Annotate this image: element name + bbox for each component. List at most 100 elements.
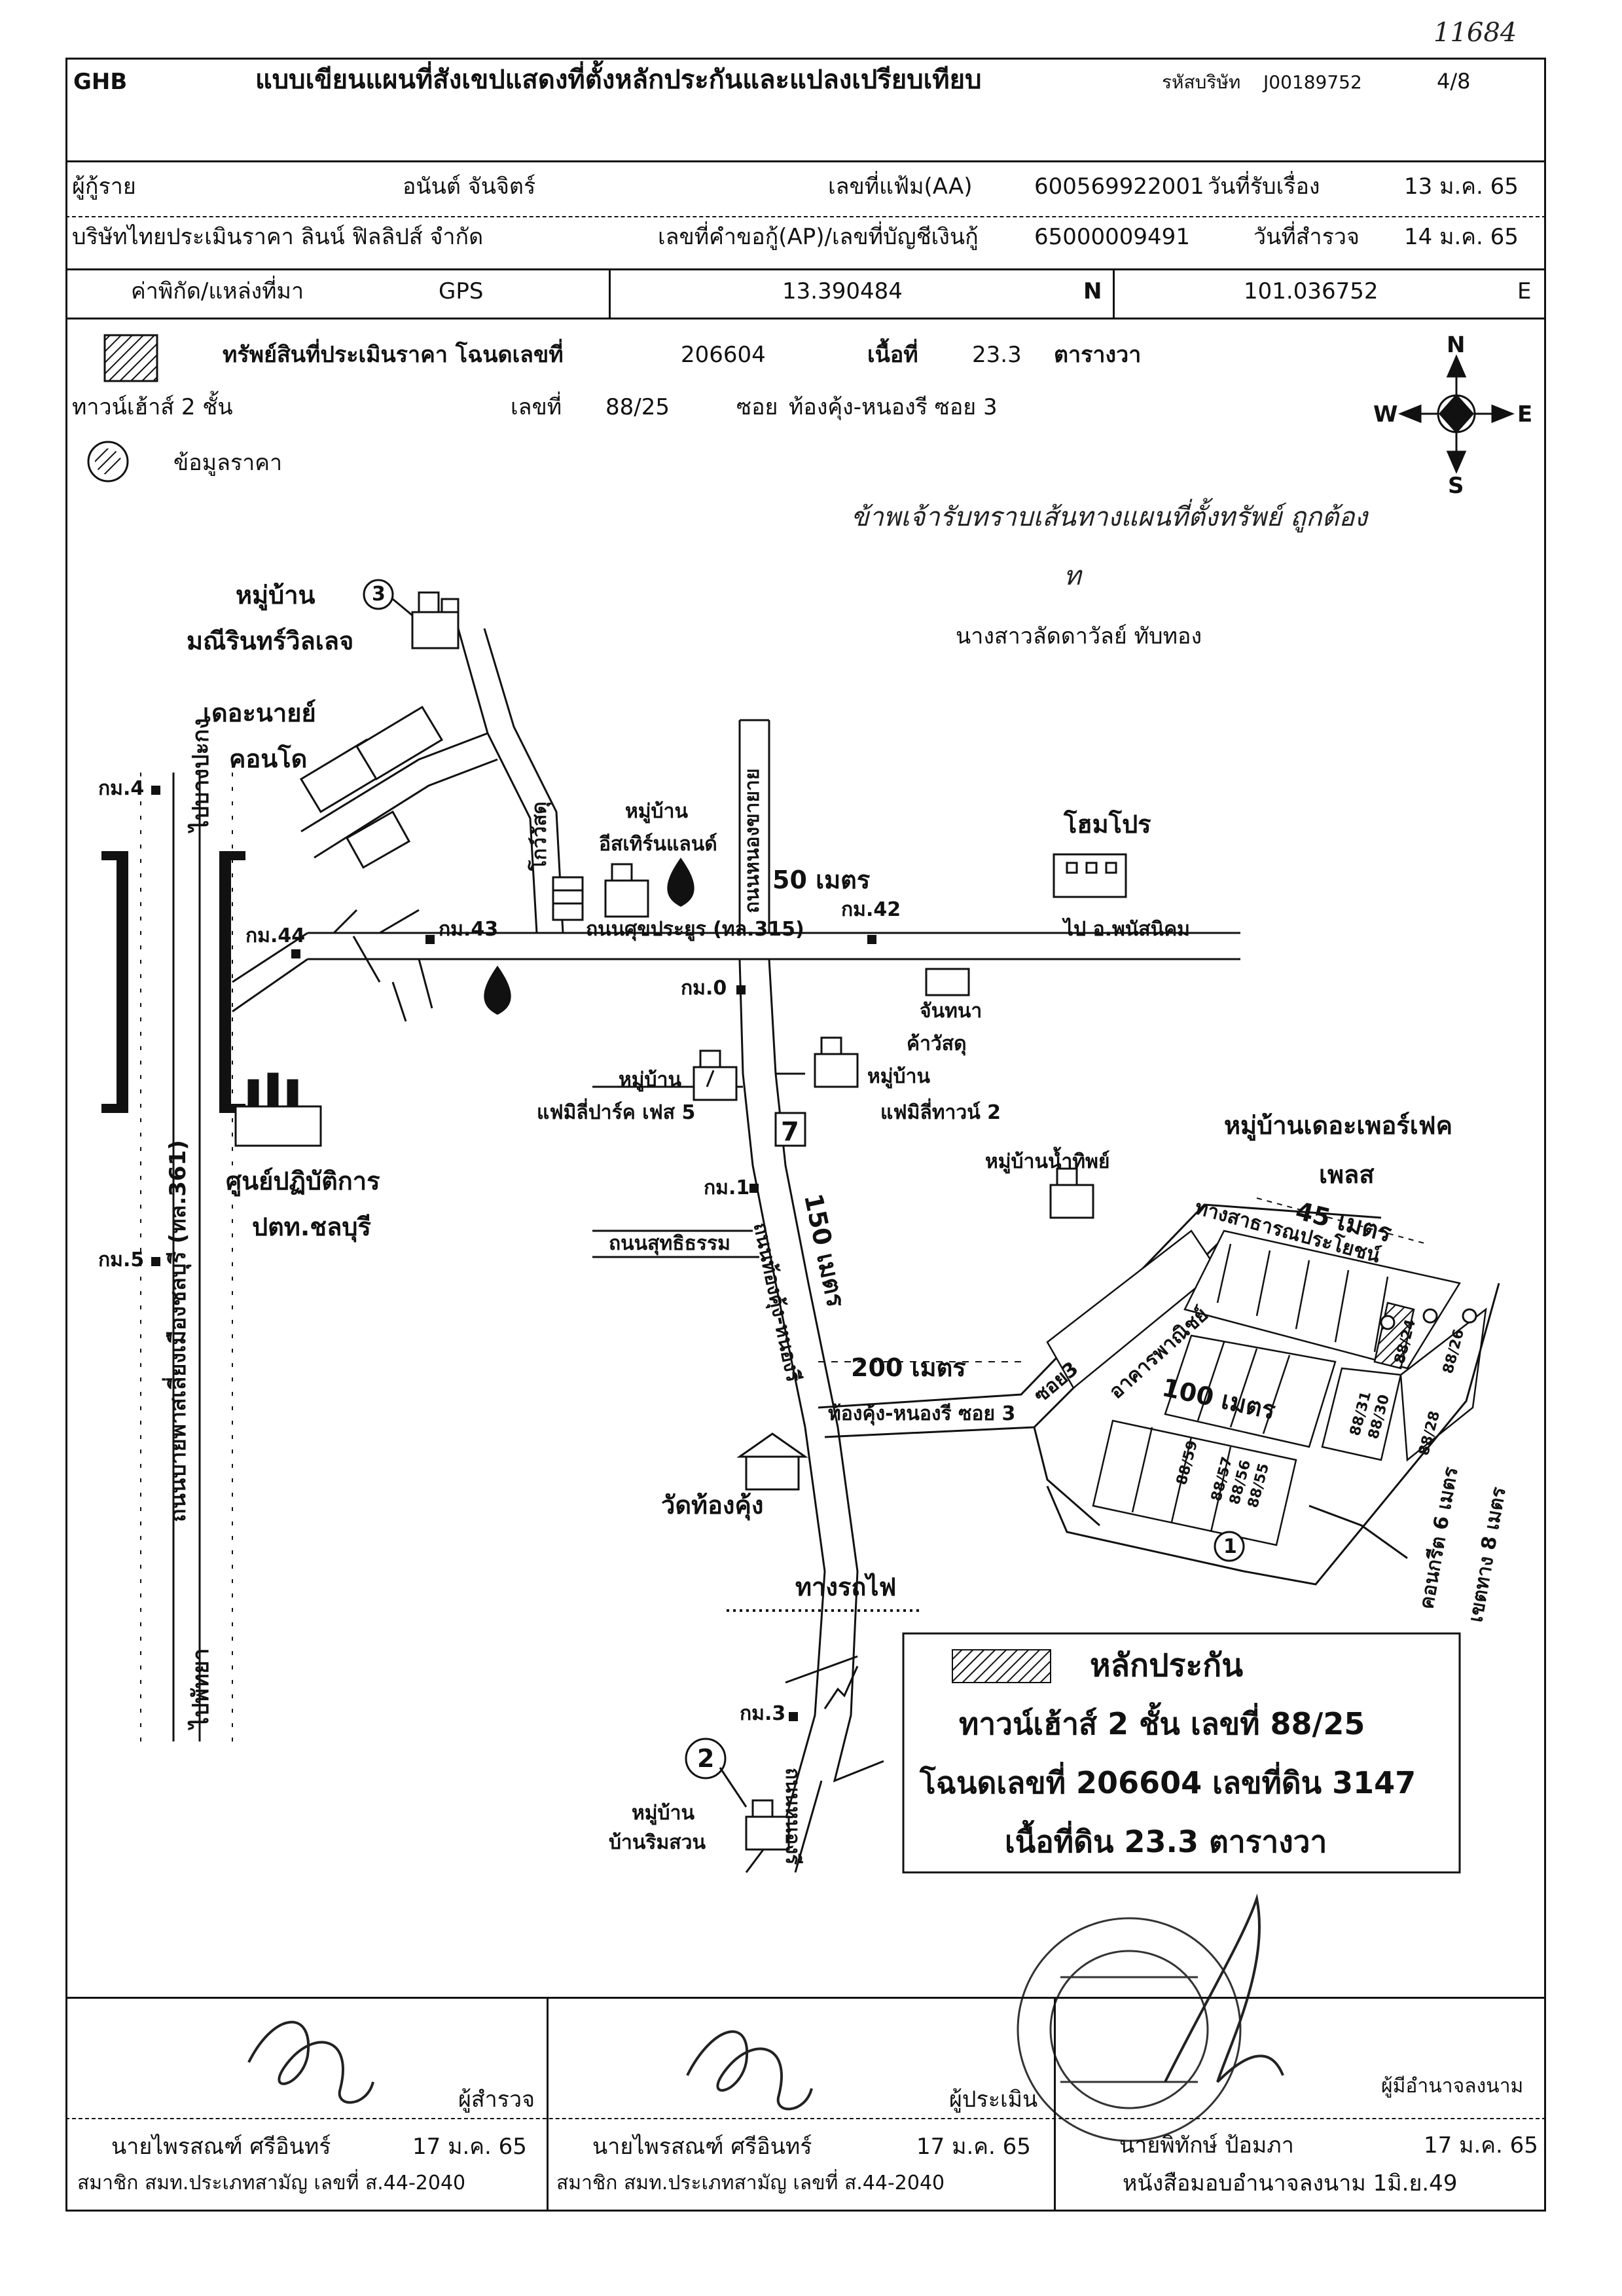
house-no: 88/25: [605, 394, 670, 420]
km-43: กม.43: [439, 918, 499, 941]
latitude: 13.390484: [782, 278, 903, 304]
corner-number: 11684: [1433, 18, 1517, 48]
km-3: กม.3: [740, 1702, 786, 1725]
company-seal: [1017, 1917, 1242, 2142]
road-nongkhaiyai: [738, 719, 770, 933]
marker-1: 1: [1223, 1535, 1237, 1558]
page-title: แบบเขียนแผนที่สังเขปแสดงที่ตั้งหลักประกั…: [255, 65, 982, 95]
soi-label: ซอย: [736, 394, 778, 420]
to-pattaya: ไปพัทยา: [188, 1648, 214, 1728]
file-no-label: เลขที่แฟ้ม(AA): [828, 173, 973, 200]
deed-number: 206604: [681, 342, 766, 368]
estate-plots: [1046, 1230, 1487, 1546]
homepro-label: โฮมโปร: [1064, 810, 1151, 839]
received-date: 13 ม.ค. 65: [1404, 173, 1519, 200]
price-data-icon: [87, 441, 129, 483]
refinery-icon: [234, 1072, 322, 1147]
building-icons: [411, 591, 1127, 1851]
village-3-line1: หมู่บ้าน: [236, 581, 315, 610]
condo-line1: เดอะนายย์: [203, 699, 316, 727]
km-42: กม.42: [841, 898, 901, 921]
rule-header-bottom: [65, 160, 1546, 162]
watsadu-label: โกว์วัสดุ: [528, 801, 551, 871]
condo-line2: คอนโด: [229, 744, 308, 773]
request-label: เลขที่คำขอกู้(AP)/เลขที่บัญชีเงินกู้: [658, 224, 979, 250]
svg-text:7: 7: [781, 1117, 799, 1147]
village-3-line2: มณีรินทร์วิลเลจ: [187, 627, 354, 655]
seven-eleven-icon: 7: [781, 1117, 799, 1147]
authorized-letter: หนังสือมอบอำนาจลงนาม 1มิ.ย.49: [1123, 2170, 1458, 2196]
legend-line2: โฉนดเลขที่ 206604 เลขที่ดิน 3147: [920, 1765, 1416, 1800]
area-value: 23.3: [972, 342, 1022, 368]
chanthana-line1: จันทนา: [920, 1000, 982, 1023]
perfect-place-line1: หมู่บ้านเดอะเพอร์เฟค: [1224, 1111, 1453, 1140]
road-thongkhung-nongri: [592, 958, 884, 1873]
village-2-line1: หมู่บ้าน: [632, 1802, 694, 1825]
eastern-land-line2: อีสเทิร์นแลนด์: [599, 833, 717, 856]
house-no-label: เลขที่: [511, 394, 562, 420]
survey-label: วันที่สำรวจ: [1253, 224, 1360, 250]
to-phanat-nikhom: ไป อ.พนัสนิคม: [1064, 918, 1190, 941]
highway-361: [140, 773, 233, 1741]
condo-buildings: [299, 705, 444, 869]
to-bangpakong: ไปบางปะกง: [188, 718, 214, 831]
company-name: บริษัทไทยประเมินราคา ลินน์ ฟิลลิปส์ จำกั…: [72, 224, 484, 250]
coord-source: GPS: [439, 278, 484, 304]
latitude-dir: N: [1083, 278, 1102, 304]
appraiser-role: ผู้ประเมิน: [949, 2086, 1038, 2113]
appraiser-member: สมาชิก สมท.ประเภทสามัญ เลขที่ ส.44-2040: [556, 2172, 945, 2195]
legend-line3: เนื้อที่ดิน 23.3 ตารางวา: [1005, 1824, 1327, 1859]
asset-label: ทรัพย์สินที่ประเมินราคา โฉนดเลขที่: [223, 342, 564, 368]
logo: GHB: [73, 69, 128, 95]
highway-361-label: ถนนบายพาสเลี่ยงเมืองชลบุรี (ทล.361): [165, 1140, 191, 1522]
km-5: กม.5: [98, 1248, 145, 1271]
rule-info-mid: [65, 216, 1546, 217]
perfect-place-line2: เพลส: [1319, 1160, 1375, 1189]
legend-title: หลักประกัน: [1090, 1647, 1244, 1684]
survey-date: 14 ม.ค. 65: [1404, 224, 1519, 250]
longitude-dir: E: [1517, 278, 1532, 304]
road-to-village-3: [300, 628, 564, 1022]
railway-label: ทางรถไฟ: [795, 1573, 897, 1601]
village-2-line2: บ้านริมสวน: [609, 1831, 706, 1854]
rule-coord-bottom: [65, 318, 1546, 319]
road-315-label: ถนนศุขประยูร (ทล.315): [586, 918, 804, 941]
authorized-name: นายพิทักษ์ ป้อมภา: [1119, 2132, 1294, 2159]
request-no: 65000009491: [1034, 224, 1190, 250]
rule-coord-sep1: [609, 268, 611, 318]
file-no: 600569922001: [1034, 173, 1204, 200]
rule-coord-sep2: [1113, 268, 1115, 318]
compass-icon: [1397, 354, 1515, 474]
circled-numbers: [363, 579, 1245, 1779]
pointer-arrows: [392, 598, 748, 1808]
borrower-name: อนันต์ จันจิตร์: [403, 173, 536, 200]
compass-w: W: [1373, 401, 1398, 428]
road-nongri-label: ถนนหนองรี: [781, 1768, 804, 1865]
km-1: กม.1: [704, 1176, 750, 1199]
authorized-role: ผู้มีอำนาจลงนาม: [1381, 2075, 1524, 2098]
received-label: วันที่รับเรื่อง: [1208, 173, 1320, 200]
soi-3-road-label: ท้องคุ้ง-หนองรี ซอย 3: [828, 1402, 1016, 1425]
borrower-label: ผู้กู้ราย: [72, 173, 136, 200]
coord-label: ค่าพิกัด/แหล่งที่มา: [131, 278, 304, 304]
family-town-2-line2: แฟมิลี่ทาวน์ 2: [880, 1101, 1001, 1124]
hatch-swatch-header: [103, 334, 158, 382]
rule-info-bottom: [65, 268, 1546, 270]
acknowledgment-handwriting: ข้าพเจ้ารับทราบเส้นทางแผนที่ตั้งทรัพย์ ถ…: [851, 502, 1367, 532]
company-code: J00189752: [1263, 71, 1362, 93]
signature-marks: [247, 1893, 1284, 2111]
eastern-land-line1: หมู่บ้าน: [625, 800, 688, 823]
company-code-label: รหัสบริษัท: [1162, 71, 1241, 93]
km-4: กม.4: [98, 777, 145, 800]
chanthana-line2: ค้าวัสดุ: [907, 1032, 967, 1055]
surveyor-role: ผู้สำรวจ: [458, 2086, 535, 2113]
distance-50m: 50 เมตร: [772, 866, 871, 894]
soi-name: ท้องคุ้ง-หนองรี ซอย 3: [789, 394, 998, 420]
appraiser-name: นายไพรสณฑ์ ศรีอินทร์: [592, 2134, 812, 2160]
ptt-line1: ศูนย์ปฏิบัติการ: [226, 1167, 380, 1195]
authorized-date: 17 ม.ค. 65: [1424, 2132, 1538, 2159]
page-number: 4/8: [1437, 69, 1471, 94]
village-3-number: 3: [372, 583, 386, 606]
surveyor-date: 17 ม.ค. 65: [412, 2134, 527, 2160]
wat-thongkhung-label: วัดท้องคุ้ง: [661, 1491, 764, 1520]
